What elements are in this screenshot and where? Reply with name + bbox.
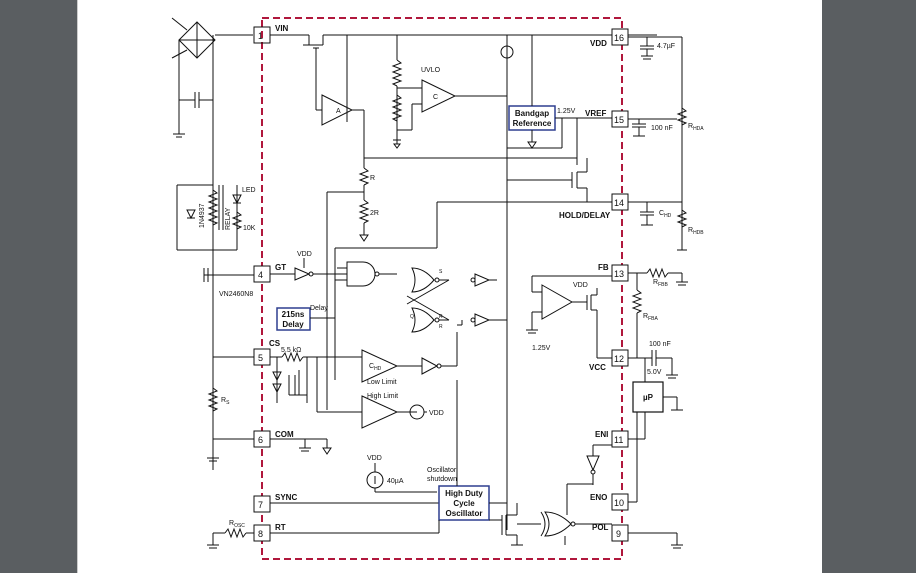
ff-r1-label: R (439, 314, 443, 320)
v125-bot-label: 1.25V (532, 345, 551, 352)
c47-label: 4.7µF (657, 43, 675, 50)
v125-top-label: 1.25V (557, 108, 576, 115)
osc-shutdown-label-1: Oscillator (427, 467, 457, 474)
viewer-right-margin (822, 0, 916, 573)
vdd-cmp-label: VDD (429, 410, 444, 417)
pin-8-num: 8 (258, 529, 263, 539)
bandgap-label-1: Bandgap (515, 109, 549, 118)
pin-12-num: 12 (614, 354, 624, 364)
led-label: LED (242, 187, 256, 194)
oscillator-label-1: High Duty (445, 489, 483, 498)
rhda-label: RHDA (688, 123, 704, 132)
pin-14-num: 14 (614, 198, 624, 208)
comp-c-label: C (433, 94, 438, 101)
c100b-label: 100 nF (649, 341, 671, 348)
pin-14-label: HOLD/DELAY (559, 211, 611, 220)
rfbb-label: RFBB (653, 279, 668, 288)
delay-label-2: Delay (282, 320, 304, 329)
fet-label: VN2460N8 (219, 291, 253, 298)
pin-6-label: COM (275, 430, 294, 439)
viewer-left-margin (0, 0, 77, 573)
v50-label: 5.0V (647, 369, 662, 376)
pin-4-num: 4 (258, 270, 263, 280)
pin-12-label: VCC (589, 363, 606, 372)
r-label: R (370, 175, 375, 182)
pin-9-label: POL (592, 523, 609, 532)
pin-11-label: ENI (595, 430, 608, 439)
vdd-gt-label: VDD (297, 251, 312, 258)
amp-a-label: A (336, 108, 341, 115)
pin-1-num: 1 (258, 31, 263, 41)
pin-13-label: FB (598, 263, 609, 272)
osc-shutdown-label-2: shutdown (427, 476, 457, 483)
high-limit-label: High Limit (367, 393, 398, 400)
microprocessor-label: µP (643, 393, 654, 402)
r55k-label: 5.5 kΩ (281, 347, 301, 354)
pin-6-num: 6 (258, 435, 263, 445)
pin-4-label: GT (275, 263, 286, 272)
vdd-osc-label: VDD (367, 455, 382, 462)
r2-label: 2R (370, 210, 379, 217)
diode-label: 1N4937 (199, 203, 206, 228)
ff-q-label: Q (410, 314, 414, 320)
pin-9-num: 9 (616, 529, 621, 539)
uvlo-label: UVLO (421, 67, 441, 74)
pin-16-label: VDD (590, 39, 607, 48)
document-page: 1 VIN 4 GT 5 CS 6 COM 7 SYNC 8 RT 16 VDD… (77, 0, 822, 573)
ff-r2-label: R (439, 324, 443, 330)
c100-label: 100 nF (651, 125, 673, 132)
chd-ext-label: CHD (659, 210, 672, 219)
pin-labels: 1 VIN 4 GT 5 CS 6 COM 7 SYNC 8 RT 16 VDD… (258, 24, 624, 539)
pin-5-label: CS (269, 339, 281, 348)
bandgap-label-2: Reference (513, 119, 552, 128)
rosc-label: ROSC (229, 520, 245, 529)
rs-label: RS (221, 397, 230, 406)
chd-label: CHD (369, 363, 382, 372)
circuit-diagram: 1 VIN 4 GT 5 CS 6 COM 7 SYNC 8 RT 16 VDD… (77, 0, 704, 573)
pin-10-label: ENO (590, 493, 607, 502)
ic-boundary (261, 17, 623, 560)
delay-label-1: 215ns (282, 310, 305, 319)
pin-15-num: 15 (614, 115, 624, 125)
pin-1-label: VIN (275, 24, 289, 33)
rhdb-label: RHDB (688, 227, 704, 236)
pin-11-num: 11 (614, 435, 623, 445)
relay-label: RELAY (225, 207, 232, 230)
pin-5-num: 5 (258, 353, 263, 363)
oscillator-label-2: Cycle (453, 499, 475, 508)
pin-8-label: RT (275, 523, 286, 532)
low-limit-label: Low Limit (367, 379, 397, 386)
pin-15-label: VREF (585, 109, 606, 118)
pin-10-num: 10 (614, 498, 624, 508)
delay-label: Delay (310, 305, 328, 312)
i40-label: 40µA (387, 478, 404, 485)
vdd-fb-label: VDD (573, 282, 588, 289)
oscillator-label-3: Oscillator (446, 509, 483, 518)
pin-7-label: SYNC (275, 493, 297, 502)
pin-16-num: 16 (614, 33, 624, 43)
pin-7-num: 7 (258, 500, 263, 510)
rfba-label: RFBA (643, 313, 658, 322)
pin-13-num: 13 (614, 269, 624, 279)
ff-s-label: S (439, 269, 443, 275)
k10-label: 10K (243, 225, 256, 232)
